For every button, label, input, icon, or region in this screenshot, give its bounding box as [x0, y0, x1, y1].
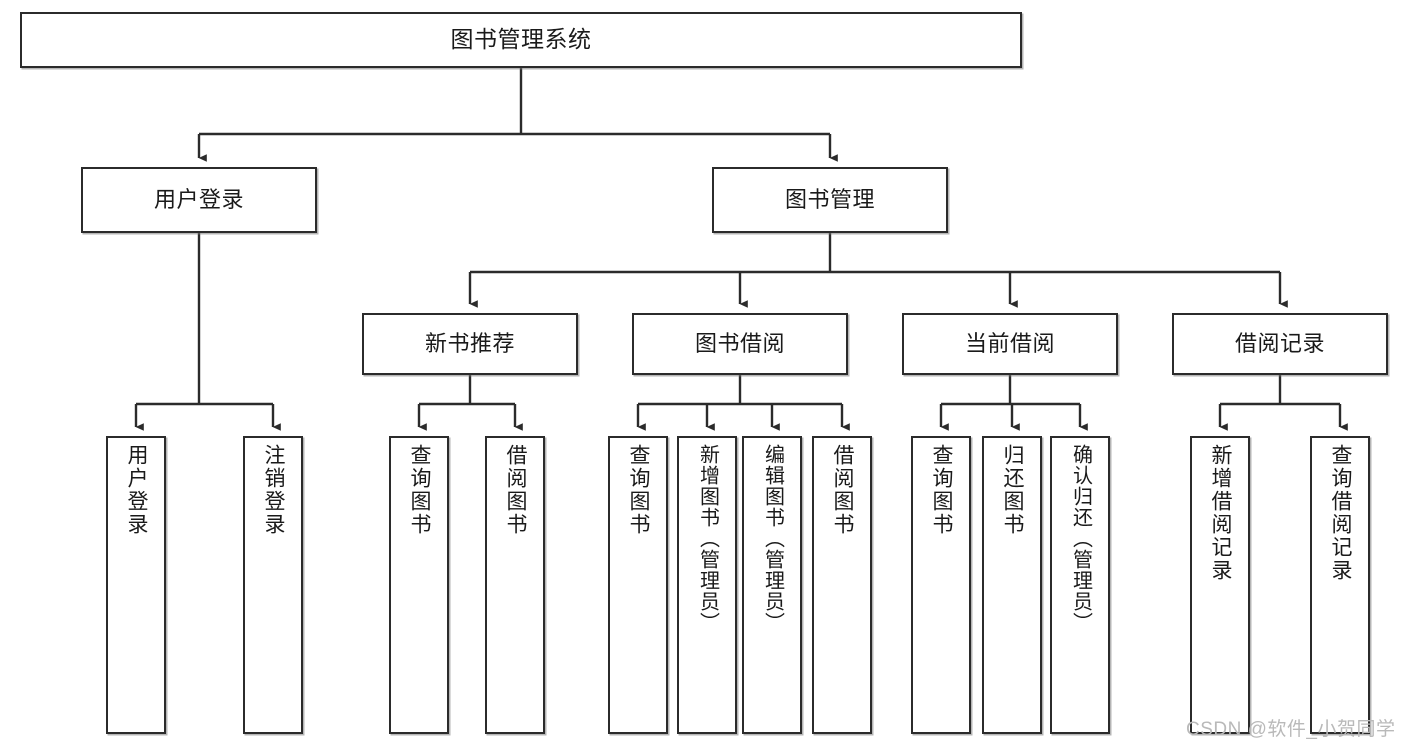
node-leaf-borrow-book-1[interactable]: 借阅图书	[485, 436, 545, 734]
node-leaf-edit-book[interactable]: 编辑图书（管理员）	[742, 436, 802, 734]
node-label: 新书推荐	[424, 331, 515, 357]
node-leaf-confirm-return[interactable]: 确认归还（管理员）	[1050, 436, 1110, 734]
node-book-borrow[interactable]: 图书借阅	[632, 313, 848, 375]
node-label: 借阅图书	[831, 444, 855, 536]
csdn-watermark: CSDN @软件_小贺同学	[1186, 719, 1396, 740]
node-label: 借阅记录	[1234, 331, 1325, 357]
node-leaf-query-book-1[interactable]: 查询图书	[389, 436, 449, 734]
node-label: 查询图书	[930, 444, 954, 536]
node-label: 用户登录	[125, 444, 149, 536]
node-label: 图书管理	[784, 187, 875, 213]
node-leaf-query-record[interactable]: 查询借阅记录	[1310, 436, 1370, 734]
node-leaf-return-book[interactable]: 归还图书	[982, 436, 1042, 734]
node-label: 确认归还（管理员）	[1069, 444, 1092, 633]
node-label: 查询借阅记录	[1329, 444, 1353, 582]
node-label: 用户登录	[153, 187, 244, 213]
node-current-borrow[interactable]: 当前借阅	[902, 313, 1118, 375]
node-leaf-query-book-2[interactable]: 查询图书	[608, 436, 668, 734]
node-label: 新增借阅记录	[1209, 444, 1233, 582]
node-leaf-add-book[interactable]: 新增图书（管理员）	[677, 436, 737, 734]
node-label: 借阅图书	[504, 444, 528, 536]
node-label: 编辑图书（管理员）	[761, 444, 784, 633]
node-root[interactable]: 图书管理系统	[20, 12, 1022, 68]
node-label: 注销登录	[262, 444, 286, 536]
node-leaf-user-login[interactable]: 用户登录	[106, 436, 166, 734]
node-label: 归还图书	[1001, 444, 1025, 536]
node-new-book-recommend[interactable]: 新书推荐	[362, 313, 578, 375]
node-book-manage[interactable]: 图书管理	[712, 167, 948, 233]
node-leaf-add-record[interactable]: 新增借阅记录	[1190, 436, 1250, 734]
node-leaf-borrow-book-2[interactable]: 借阅图书	[812, 436, 872, 734]
node-label: 查询图书	[627, 444, 651, 536]
node-label: 查询图书	[408, 444, 432, 536]
node-label: 图书管理系统	[450, 26, 592, 53]
node-label: 新增图书（管理员）	[696, 444, 719, 633]
node-label: 当前借阅	[964, 331, 1055, 357]
node-leaf-user-logout[interactable]: 注销登录	[243, 436, 303, 734]
node-leaf-query-book-3[interactable]: 查询图书	[911, 436, 971, 734]
node-label: 图书借阅	[694, 331, 785, 357]
node-user-login[interactable]: 用户登录	[81, 167, 317, 233]
node-borrow-record[interactable]: 借阅记录	[1172, 313, 1388, 375]
